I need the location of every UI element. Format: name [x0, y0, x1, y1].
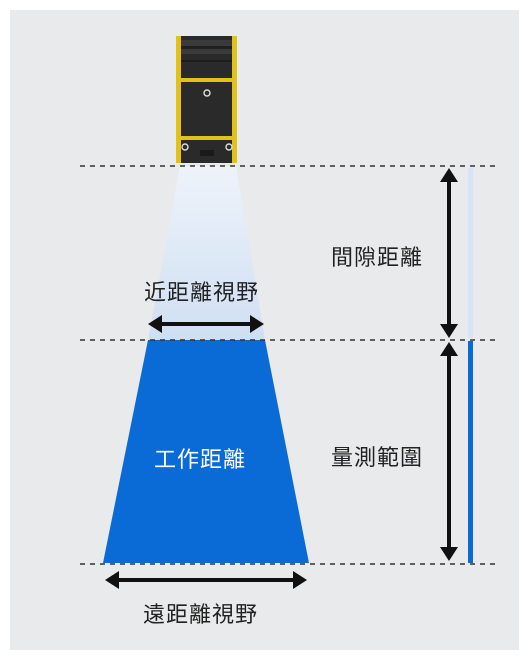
- working-distance-label: 工作距離: [154, 448, 247, 473]
- gap-beam: [148, 166, 265, 340]
- gap-side-bar: [468, 168, 473, 338]
- measuring-range-label: 量測範圍: [331, 446, 424, 471]
- working-beam: [103, 340, 309, 563]
- camera-sensor-icon: [176, 36, 237, 163]
- measuring-range-arrow: [440, 342, 458, 561]
- measuring-side-bar: [468, 341, 473, 563]
- gap-distance-arrow: [440, 168, 458, 338]
- far-fov-label: 遠距離視野: [143, 603, 259, 628]
- gap-distance-label: 間隙距離: [331, 246, 424, 271]
- far-fov-arrow: [105, 571, 307, 589]
- near-fov-arrow: [148, 315, 264, 333]
- near-fov-label: 近距離視野: [144, 281, 260, 306]
